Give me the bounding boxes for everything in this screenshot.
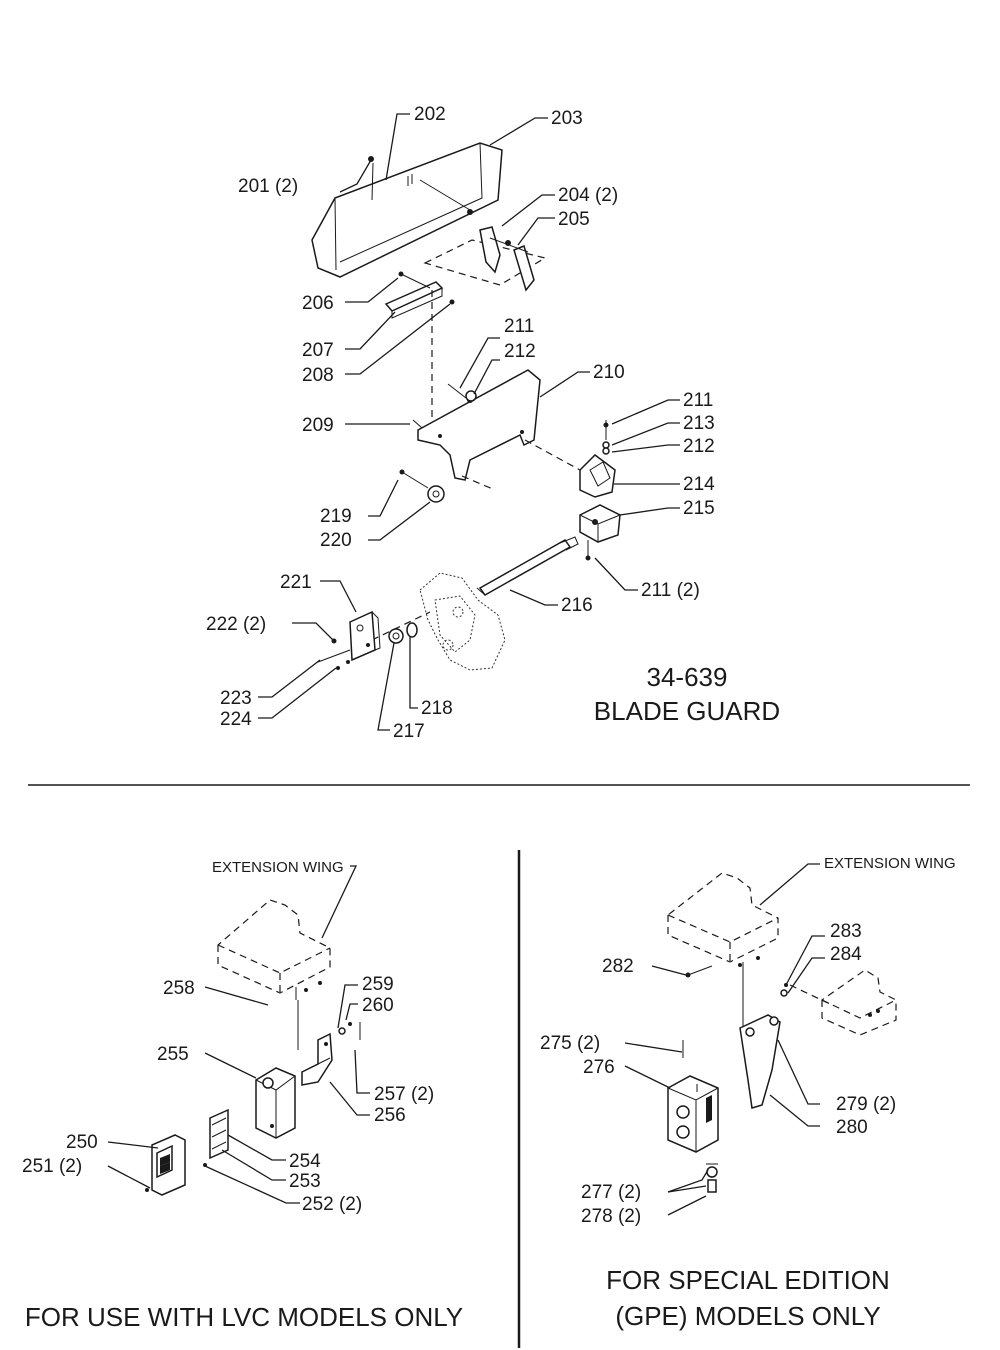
label-211-upper: 211	[504, 316, 534, 337]
gpe-leaders	[624, 863, 825, 1216]
gpe-switch-assembly: EXTENSION WING 283 284 282 275 (2) 276 2…	[540, 855, 956, 1331]
label-279: 279 (2)	[836, 1094, 896, 1115]
label-222: 222 (2)	[206, 614, 266, 635]
label-256: 256	[374, 1105, 406, 1126]
label-260: 260	[362, 995, 394, 1016]
label-258: 258	[163, 978, 195, 999]
label-259: 259	[362, 974, 394, 995]
clamp-block-215	[579, 504, 621, 561]
lvc-extension-wing-outline	[217, 899, 331, 1000]
spreader-bracket-207	[384, 271, 455, 420]
gpe-extension-wing-outline	[667, 872, 897, 1036]
label-205: 205	[558, 209, 590, 230]
label-208: 208	[302, 365, 334, 386]
label-254: 254	[289, 1151, 321, 1172]
gpe-labels: EXTENSION WING 283 284 282 275 (2) 276 2…	[540, 855, 956, 1331]
label-218: 218	[421, 698, 453, 719]
gpe-switch-box-276	[667, 1075, 719, 1153]
label-213: 213	[683, 413, 715, 434]
guard-housing-203	[311, 142, 503, 278]
blade-guard-leaders	[258, 113, 680, 731]
label-204: 204 (2)	[558, 185, 618, 206]
label-219: 219	[320, 506, 352, 527]
bracket-221	[317, 610, 381, 670]
label-223: 223	[220, 688, 252, 709]
label-282: 282	[602, 956, 634, 977]
lvc-terminal-block-254	[203, 1108, 229, 1167]
label-211-right: 211	[683, 390, 713, 411]
label-206: 206	[302, 293, 334, 314]
lvc-switch-assembly: EXTENSION WING 258 259 260 255 257 (2) 2…	[22, 859, 463, 1332]
lvc-switch-cover-250	[145, 1134, 186, 1196]
lvc-switch-box-255	[255, 1067, 296, 1139]
label-277: 277 (2)	[581, 1182, 641, 1203]
lvc-caption: FOR USE WITH LVC MODELS ONLY	[25, 1302, 463, 1332]
gpe-caption-line2: (GPE) MODELS ONLY	[615, 1301, 880, 1331]
label-215: 215	[683, 498, 715, 519]
label-280: 280	[836, 1117, 868, 1138]
lvc-labels: EXTENSION WING 258 259 260 255 257 (2) 2…	[22, 859, 463, 1332]
label-278: 278 (2)	[581, 1206, 641, 1227]
label-276: 276	[583, 1057, 615, 1078]
label-212-right: 212	[683, 436, 715, 457]
label-224: 224	[220, 709, 252, 730]
gpe-caption-line1: FOR SPECIAL EDITION	[606, 1265, 890, 1295]
label-220: 220	[320, 530, 352, 551]
rear-trunnion-outline	[419, 572, 506, 671]
label-250: 250	[66, 1132, 98, 1153]
label-253: 253	[289, 1171, 321, 1192]
support-rod-216	[476, 536, 579, 596]
label-252: 252 (2)	[302, 1194, 362, 1215]
label-255: 255	[157, 1044, 189, 1065]
label-221: 221	[280, 572, 312, 593]
splitter-plate-210	[412, 369, 581, 491]
label-275: 275 (2)	[540, 1033, 600, 1054]
clamp-block-214	[579, 420, 616, 498]
lvc-mounting-bracket-256	[297, 1000, 361, 1086]
label-214: 214	[683, 474, 715, 495]
label-284: 284	[830, 944, 862, 965]
gpe-extension-wing-label: EXTENSION WING	[824, 855, 956, 872]
label-203: 203	[551, 108, 583, 129]
lvc-extension-wing-label: EXTENSION WING	[212, 859, 344, 876]
blade-guard-model-number: 34-639	[647, 662, 728, 692]
blade-guard-labels: 201 (2) 202 203 204 (2) 205 206 207 208 …	[206, 104, 780, 742]
label-201: 201 (2)	[238, 176, 298, 197]
label-212-upper: 212	[504, 341, 536, 362]
label-207: 207	[302, 340, 334, 361]
label-211-lower: 211 (2)	[641, 580, 700, 601]
label-202: 202	[414, 104, 446, 125]
label-216: 216	[561, 595, 593, 616]
bolt-washer-219-220	[399, 469, 445, 503]
label-217: 217	[393, 721, 425, 742]
label-257: 257 (2)	[374, 1084, 434, 1105]
nut-washer-217-218	[371, 611, 431, 644]
gpe-mounting-bracket-280	[682, 962, 788, 1109]
anti-kickback-pawls-204	[423, 226, 547, 292]
label-283: 283	[830, 921, 862, 942]
label-209: 209	[302, 415, 334, 436]
label-210: 210	[593, 362, 625, 383]
lvc-leaders	[107, 865, 370, 1204]
blade-guard-title: BLADE GUARD	[594, 696, 780, 726]
label-251: 251 (2)	[22, 1156, 82, 1177]
gpe-strain-relief-277	[706, 1163, 718, 1193]
blade-guard-assembly: 201 (2) 202 203 204 (2) 205 206 207 208 …	[206, 104, 780, 742]
